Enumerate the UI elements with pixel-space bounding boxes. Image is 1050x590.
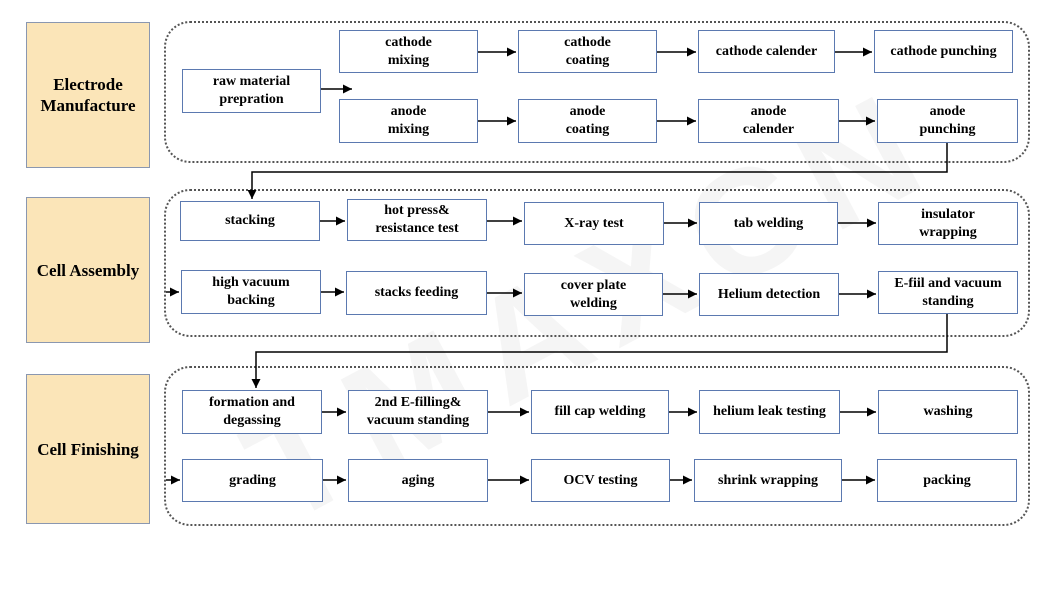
step-cathode-coating: cathode coating: [518, 30, 657, 73]
stage-label-cell-assembly: Cell Assembly: [26, 197, 150, 343]
step-anode-punching: anode punching: [877, 99, 1018, 143]
step-2nd-e-filling-vacuum-standing: 2nd E-filling& vacuum standing: [348, 390, 488, 434]
step-cathode-calender: cathode calender: [698, 30, 835, 73]
step-e-fill-and-vacuum-standing: E-fiil and vacuum standing: [878, 271, 1018, 314]
step-anode-mixing: anode mixing: [339, 99, 478, 143]
step-washing: washing: [878, 390, 1018, 434]
stage-label-electrode-manufacture: Electrode Manufacture: [26, 22, 150, 168]
step-high-vacuum-backing: high vacuum backing: [181, 270, 321, 314]
step-helium-leak-testing: helium leak testing: [699, 390, 840, 434]
step-fill-cap-welding: fill cap welding: [531, 390, 669, 434]
step-formation-and-degassing: formation and degassing: [182, 390, 322, 434]
stage-label-cell-finishing: Cell Finishing: [26, 374, 150, 524]
step-xray-test: X-ray test: [524, 202, 664, 245]
step-raw-material-preparation: raw material prepration: [182, 69, 321, 113]
step-cathode-mixing: cathode mixing: [339, 30, 478, 73]
step-stacking: stacking: [180, 201, 320, 241]
step-stacks-feeding: stacks feeding: [346, 271, 487, 315]
step-cover-plate-welding: cover plate welding: [524, 273, 663, 316]
step-anode-coating: anode coating: [518, 99, 657, 143]
step-hot-press-resistance-test: hot press& resistance test: [347, 199, 487, 241]
step-anode-calender: anode calender: [698, 99, 839, 143]
step-helium-detection: Helium detection: [699, 273, 839, 316]
step-cathode-punching: cathode punching: [874, 30, 1013, 73]
step-tab-welding: tab welding: [699, 202, 838, 245]
step-aging: aging: [348, 459, 488, 502]
step-grading: grading: [182, 459, 323, 502]
step-insulator-wrapping: insulator wrapping: [878, 202, 1018, 245]
step-shrink-wrapping: shrink wrapping: [694, 459, 842, 502]
step-ocv-testing: OCV testing: [531, 459, 670, 502]
step-packing: packing: [877, 459, 1017, 502]
